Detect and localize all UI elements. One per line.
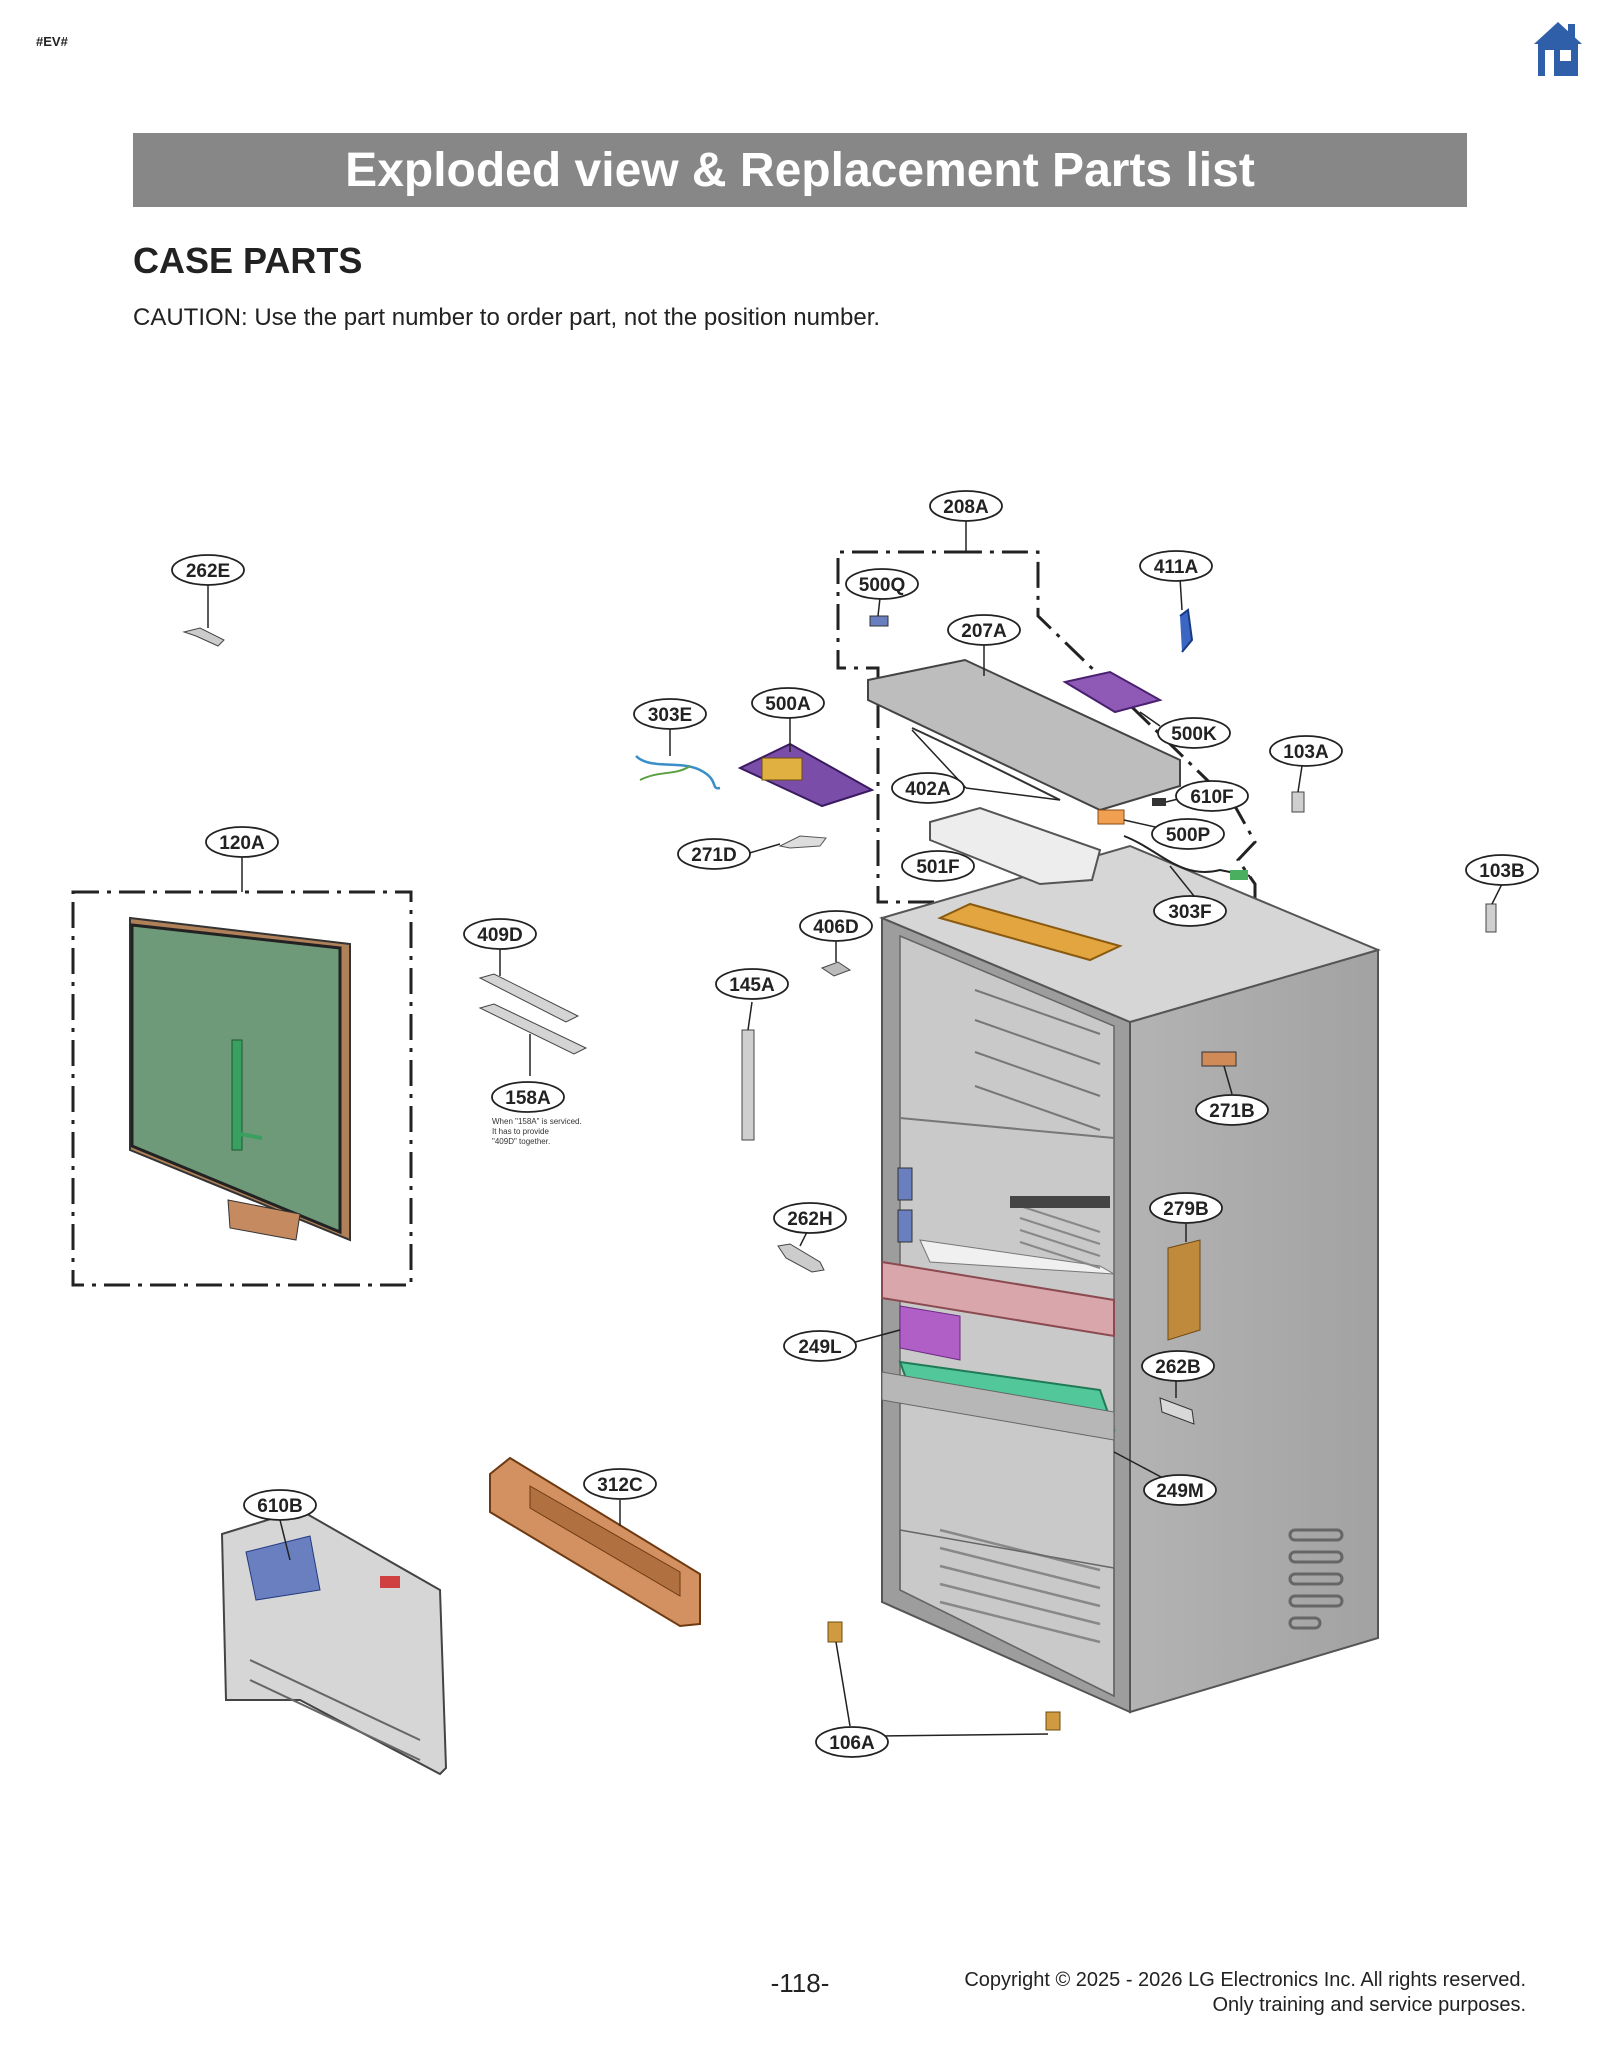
copyright: Copyright © 2025 - 2026 LG Electronics I… xyxy=(964,1968,1526,2018)
callout-262H: 262H xyxy=(773,1202,847,1234)
svg-text:303E: 303E xyxy=(648,705,692,726)
svg-text:406D: 406D xyxy=(813,917,858,938)
ice-maker-610B xyxy=(220,1508,448,1776)
refrigerator-cabinet xyxy=(879,844,1381,1714)
ev-tag: #EV# xyxy=(36,34,68,49)
svg-text:"409D" together.: "409D" together. xyxy=(492,1137,550,1146)
section-title: CASE PARTS xyxy=(133,240,363,281)
svg-text:208A: 208A xyxy=(943,497,989,518)
callout-610F: 610F xyxy=(1175,780,1249,812)
callout-279B: 279B xyxy=(1149,1192,1223,1224)
callout-145A: 145A xyxy=(715,968,789,1000)
svg-text:411A: 411A xyxy=(1154,557,1199,578)
svg-text:271B: 271B xyxy=(1209,1101,1254,1122)
callout-406D: 406D xyxy=(799,910,873,942)
svg-text:271D: 271D xyxy=(691,845,736,866)
svg-text:610B: 610B xyxy=(257,1496,302,1517)
callout-262B: 262B xyxy=(1141,1350,1215,1382)
misc-small-parts xyxy=(182,627,1061,1731)
svg-text:103A: 103A xyxy=(1283,742,1329,763)
svg-text:120A: 120A xyxy=(219,833,265,854)
callout-402A: 402A xyxy=(891,772,965,804)
callout-208A: 208A xyxy=(929,490,1003,522)
callout-249L: 249L xyxy=(783,1330,857,1362)
svg-text:262B: 262B xyxy=(1155,1357,1200,1378)
svg-text:When "158A" is serviced.: When "158A" is serviced. xyxy=(492,1117,582,1126)
svg-text:409D: 409D xyxy=(477,925,522,946)
callout-103A: 103A xyxy=(1269,735,1343,767)
callout-500Q: 500Q xyxy=(845,568,919,600)
upper-components xyxy=(635,608,1497,977)
callout-207A: 207A xyxy=(947,614,1021,646)
callout-271B: 271B xyxy=(1195,1094,1269,1126)
page-number: -118- xyxy=(770,1968,830,1998)
svg-text:158A: 158A xyxy=(505,1088,551,1109)
svg-text:610F: 610F xyxy=(1190,787,1233,808)
callout-500K: 500K xyxy=(1157,717,1231,749)
callout-120A: 120A xyxy=(205,826,279,858)
svg-text:500P: 500P xyxy=(1166,825,1211,846)
note-158A: When "158A" is serviced. It has to provi… xyxy=(492,1117,582,1146)
callout-501F: 501F xyxy=(901,850,975,882)
svg-text:249M: 249M xyxy=(1156,1481,1204,1502)
svg-text:501F: 501F xyxy=(916,857,959,878)
callout-409D: 409D xyxy=(463,918,537,950)
svg-text:207A: 207A xyxy=(961,621,1007,642)
callout-411A: 411A xyxy=(1139,550,1213,582)
copyright-line-2: Only training and service purposes. xyxy=(1212,1994,1527,2016)
callout-249M: 249M xyxy=(1143,1474,1217,1506)
svg-text:312C: 312C xyxy=(597,1475,643,1496)
callout-262E: 262E xyxy=(171,554,245,586)
home-icon[interactable] xyxy=(1530,18,1586,80)
callout-500A: 500A xyxy=(751,687,825,719)
copyright-line-1: Copyright © 2025 - 2026 LG Electronics I… xyxy=(964,1969,1526,1991)
svg-text:303F: 303F xyxy=(1168,902,1211,923)
svg-text:262H: 262H xyxy=(787,1209,832,1230)
svg-text:It has to provide: It has to provide xyxy=(492,1127,549,1136)
caution-text: CAUTION: Use the part number to order pa… xyxy=(133,304,881,331)
display-group-box xyxy=(71,890,413,1287)
svg-text:500Q: 500Q xyxy=(859,575,905,596)
callout-158A: 158A xyxy=(491,1081,565,1113)
svg-text:500K: 500K xyxy=(1171,724,1217,745)
svg-text:402A: 402A xyxy=(905,779,951,800)
svg-text:279B: 279B xyxy=(1163,1199,1208,1220)
display-panel xyxy=(129,916,351,1242)
callout-303F: 303F xyxy=(1153,895,1227,927)
callout-312C: 312C xyxy=(583,1468,657,1500)
bracket-312C xyxy=(489,1456,701,1628)
callout-106A: 106A xyxy=(815,1726,889,1758)
callout-500P: 500P xyxy=(1151,818,1225,850)
svg-text:145A: 145A xyxy=(729,975,775,996)
svg-text:262E: 262E xyxy=(186,561,230,582)
callout-271D: 271D xyxy=(677,838,751,870)
svg-text:500A: 500A xyxy=(765,694,811,715)
callout-610B: 610B xyxy=(243,1489,317,1521)
svg-text:106A: 106A xyxy=(829,1733,875,1754)
svg-text:249L: 249L xyxy=(798,1337,842,1358)
callout-303E: 303E xyxy=(633,698,707,730)
callout-103B: 103B xyxy=(1465,854,1539,886)
banner-title: Exploded view & Replacement Parts list xyxy=(133,133,1467,207)
svg-text:103B: 103B xyxy=(1479,861,1524,882)
